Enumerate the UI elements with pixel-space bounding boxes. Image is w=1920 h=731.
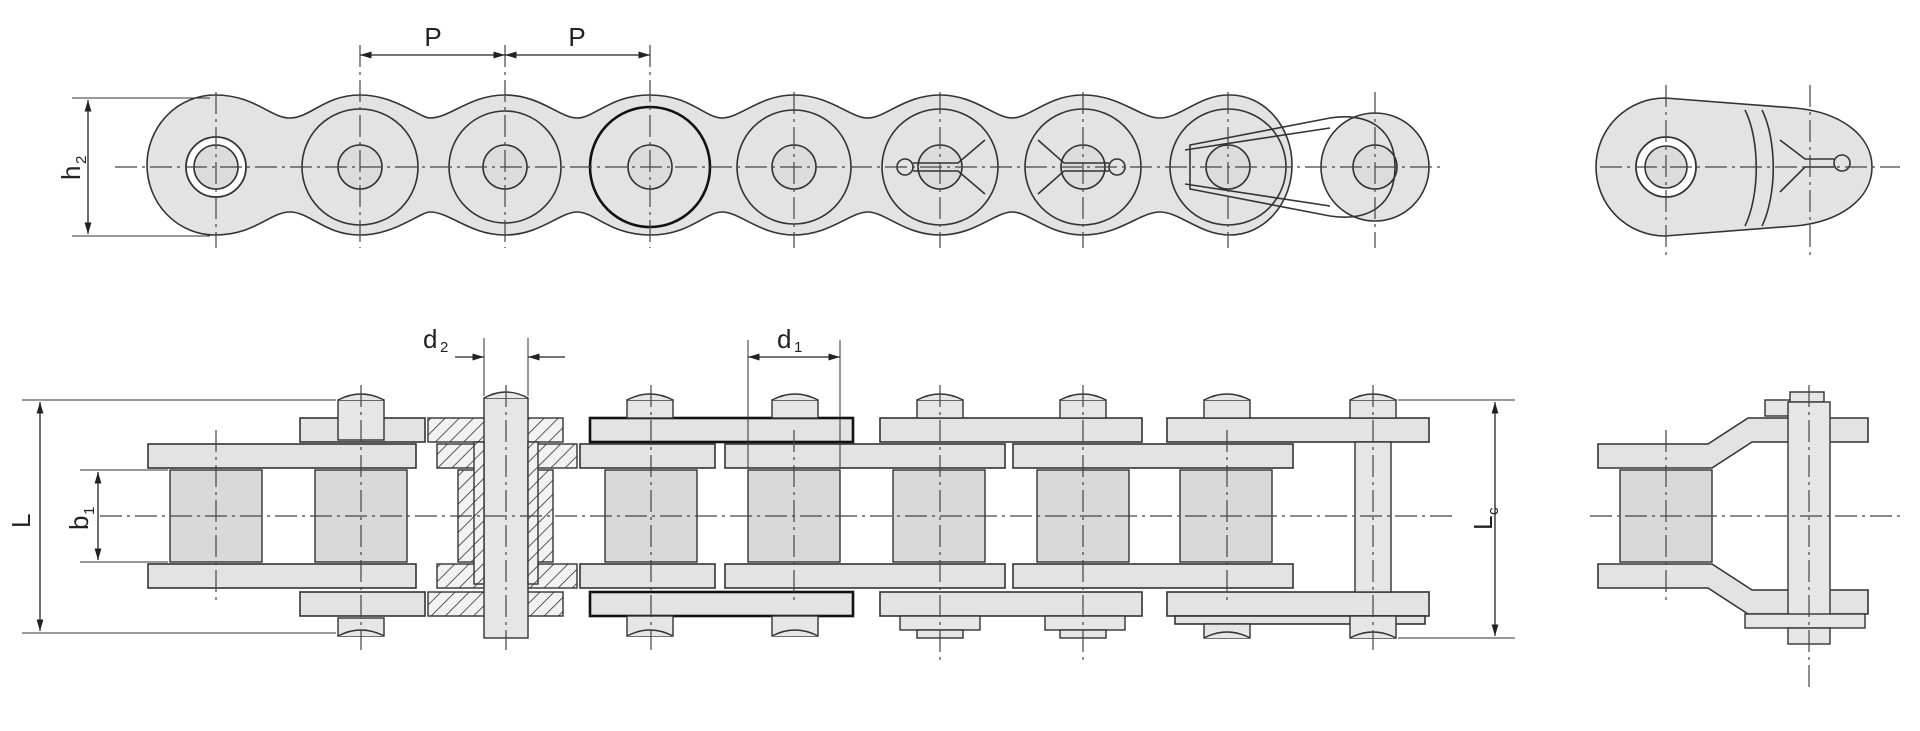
plate-height-dimension: h 2 [56, 97, 210, 237]
pins [337, 391, 1397, 639]
rollers [169, 469, 1273, 563]
offset-link-side-view [1595, 85, 1900, 260]
offset-link-plan-view [1590, 385, 1900, 690]
roller-diameter-sub: 1 [794, 339, 802, 356]
bottom-view: d 2 d 1 L b 1 [6, 324, 1515, 660]
outer-plates-lower [299, 590, 1430, 625]
pin-diameter-label: d [423, 324, 437, 354]
chain-links-outline [146, 94, 1293, 236]
outer-plates-upper [299, 416, 1430, 444]
overall-length-label: L [6, 514, 36, 528]
pitch-dimension: P P [360, 22, 650, 59]
pin-diameter-sub: 2 [440, 339, 448, 356]
inner-width-label: b [64, 516, 94, 530]
top-view: P P h 2 [56, 22, 1445, 248]
top-view-vertical-centerlines [215, 45, 1376, 248]
connector-length-label: L [1468, 516, 1498, 530]
plate-height-sub: 2 [73, 156, 90, 164]
roller-diameter-dimension: d 1 [747, 324, 841, 468]
connector-length-sub: c [1485, 507, 1502, 515]
connector-length-dimension: L c [1398, 399, 1515, 639]
overall-length-dimension: L [6, 399, 336, 634]
plate-height-label: h [56, 166, 86, 180]
inner-width-sub: 1 [81, 507, 98, 515]
pitch-label: P [424, 22, 441, 52]
roller-diameter-label: d [777, 324, 791, 354]
inner-plates-lower [147, 563, 1294, 589]
pin-diameter-dimension: d 2 [423, 324, 565, 396]
bottom-view-vertical-centerlines [215, 385, 1374, 660]
pitch-label-2: P [568, 22, 585, 52]
inner-width-dimension: b 1 [64, 469, 168, 563]
inner-plates-upper [147, 443, 1294, 469]
